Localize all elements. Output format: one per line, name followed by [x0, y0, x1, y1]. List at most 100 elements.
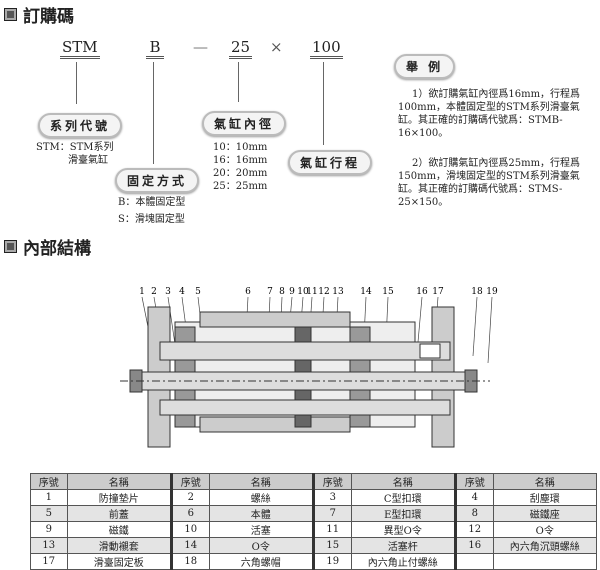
table-cell: O令: [492, 521, 598, 538]
callout-number: 14: [360, 287, 372, 297]
code-series: STM: [60, 38, 100, 59]
connector: [238, 62, 239, 102]
table-cell: 6: [170, 505, 210, 522]
callout-number: 9: [289, 287, 295, 297]
table-cell: 滑臺固定板: [66, 553, 172, 570]
tag-series: 系列代號: [38, 113, 123, 138]
col-header: 序號: [30, 473, 68, 490]
callout-number: 4: [179, 287, 185, 297]
table-cell: [453, 553, 494, 570]
code-stroke: 100: [310, 38, 343, 59]
table-cell: 8: [453, 505, 494, 522]
callout-number: 15: [382, 287, 394, 297]
table-cell: 11: [311, 521, 352, 538]
example-1: 1）欲訂購氣缸內徑爲16mm，行程爲100mm，本體固定型的STM系列滑臺氣缸。…: [398, 89, 581, 139]
callout-number: 6: [245, 287, 251, 297]
table-cell: 磁鐵座: [492, 505, 598, 522]
table-cell: 5: [30, 505, 68, 522]
example-2: 2）欲訂購氣缸內徑爲25mm，行程爲150mm，滑塊固定型的STM系列滑臺氣缸。…: [398, 158, 581, 208]
connector: [76, 62, 77, 104]
section-title: 內部結構: [23, 239, 91, 259]
table-cell: 4: [453, 489, 494, 506]
callout-number: 12: [318, 287, 329, 297]
bore-option: 10：10mm: [213, 142, 268, 153]
table-cell: 16: [453, 537, 494, 554]
bore-option: 16：16mm: [213, 155, 268, 166]
table-cell: [492, 553, 598, 570]
connector: [153, 62, 154, 164]
mount-option: S：滑塊固定型: [118, 214, 185, 225]
code-times: ×: [270, 38, 283, 56]
table-cell: 9: [30, 521, 68, 538]
table-cell: 磁鐵: [66, 521, 172, 538]
col-header: 名稱: [208, 473, 314, 490]
callout-number: 19: [486, 287, 498, 297]
callout-number: 16: [416, 287, 428, 297]
table-cell: 1: [30, 489, 68, 506]
callout-number: 5: [195, 287, 201, 297]
table-cell: 活塞杆: [350, 537, 456, 554]
table-cell: 18: [170, 553, 210, 570]
section-title: 訂購碼: [23, 7, 74, 27]
code-bore: 25: [229, 38, 253, 59]
table-cell: 7: [311, 505, 352, 522]
callout-number: 13: [332, 287, 344, 297]
series-desc-1: STM：STM系列: [36, 142, 114, 153]
col-header: 名稱: [66, 473, 172, 490]
code-dash: —: [193, 38, 208, 56]
leader-line: [487, 296, 493, 364]
table-cell: 異型O令: [350, 521, 456, 538]
table-cell: 14: [170, 537, 210, 554]
callout-number: 7: [267, 287, 273, 297]
table-cell: 活塞: [208, 521, 314, 538]
col-header: 名稱: [492, 473, 598, 490]
callout-number: 18: [471, 287, 483, 297]
table-cell: C型扣環: [350, 489, 456, 506]
table-cell: 內六角止付螺絲: [350, 553, 456, 570]
callout-number: 17: [432, 287, 444, 297]
table-cell: 12: [453, 521, 494, 538]
series-desc-2: 滑臺氣缸: [68, 155, 108, 166]
table-cell: 19: [311, 553, 352, 570]
col-header: 序號: [311, 473, 352, 490]
table-cell: 2: [170, 489, 210, 506]
bore-option: 20：20mm: [213, 168, 268, 179]
callout-number: 11: [306, 287, 317, 297]
callout-number: 2: [151, 287, 157, 297]
table-cell: 滑動襯套: [66, 537, 172, 554]
table-cell: 本體: [208, 505, 314, 522]
square-bullet-icon: [4, 8, 17, 21]
table-cell: 15: [311, 537, 352, 554]
section-structure: 內部結構: [4, 234, 91, 259]
section-order-code: 訂購碼: [4, 2, 74, 27]
table-cell: 前蓋: [66, 505, 172, 522]
table-cell: 內六角沉頭螺絲: [492, 537, 598, 554]
code-mount: B: [146, 38, 164, 59]
table-cell: 刮塵環: [492, 489, 598, 506]
table-cell: 17: [30, 553, 68, 570]
table-cell: 13: [30, 537, 68, 554]
leader-line: [472, 296, 478, 357]
callout-number: 10: [297, 287, 309, 297]
leader-line: [417, 296, 423, 343]
table-cell: 防撞墊片: [66, 489, 172, 506]
tag-mount: 固定方式: [115, 168, 200, 193]
col-header: 名稱: [350, 473, 456, 490]
mount-option: B：本體固定型: [118, 197, 186, 208]
tag-example: 舉 例: [394, 54, 456, 79]
col-header: 序號: [170, 473, 210, 490]
table-cell: 六角螺帽: [208, 553, 314, 570]
callout-number: 3: [165, 287, 171, 297]
bore-option: 25：25mm: [213, 181, 268, 192]
callout-number: 8: [279, 287, 285, 297]
table-cell: O令: [208, 537, 314, 554]
col-header: 序號: [453, 473, 494, 490]
callout-number: 1: [139, 287, 145, 297]
